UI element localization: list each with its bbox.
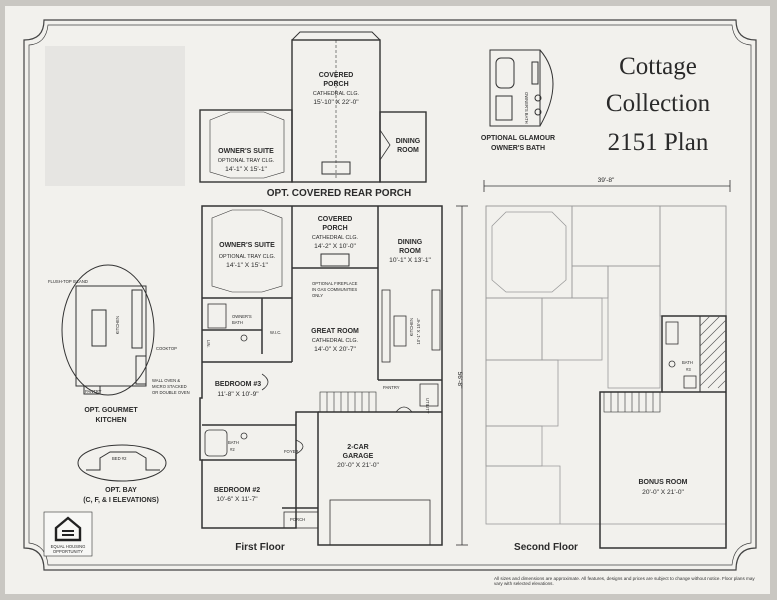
ff-bedroom3-size: 11'-8" X 10'-9" bbox=[217, 391, 259, 398]
ff-owners-suite-ceiling: OPTIONAL TRAY CLG. bbox=[219, 254, 275, 260]
rear-owners-suite-name: OWNER'S SUITE bbox=[218, 148, 274, 155]
ff-great-room-size: 14'-0" X 20'-7" bbox=[314, 346, 356, 353]
sf-bath3-num: #3 bbox=[686, 367, 691, 372]
ff-bath2-num: #2 bbox=[230, 447, 235, 452]
depth-dimension-line bbox=[456, 205, 468, 546]
ff-owners-suite-size: 14'-1" X 15'-1" bbox=[226, 262, 268, 269]
first-floor-caption: First Floor bbox=[235, 542, 285, 553]
rear-covered-porch-name1: COVERED bbox=[319, 72, 354, 79]
glamour-bath-caption-1: OPTIONAL GLAMOUR bbox=[481, 135, 555, 142]
equal-housing-logo: EQUAL HOUSING OPPORTUNITY bbox=[43, 511, 93, 557]
gourmet-cooktop-label: COOKTOP bbox=[156, 346, 177, 351]
title-line3: 2151 Plan bbox=[608, 129, 709, 156]
bay-room-label: BED #2 bbox=[112, 456, 127, 461]
ff-garage-name1: 2-CAR bbox=[347, 444, 368, 451]
ff-depth-dimension: 56'-8" bbox=[456, 372, 463, 389]
gourmet-pantry-label: PANTRY bbox=[85, 389, 102, 394]
ff-covered-porch-name1: COVERED bbox=[318, 216, 353, 223]
disclaimer-text: All sizes and dimensions are approximate… bbox=[494, 576, 755, 587]
rear-dining-name2: ROOM bbox=[397, 147, 419, 154]
decorative-border bbox=[23, 19, 757, 571]
logo-text-1: EQUAL HOUSING bbox=[51, 544, 86, 549]
rear-owners-suite-ceiling: OPTIONAL TRAY CLG. bbox=[218, 158, 274, 164]
ff-foyer: FOYER bbox=[284, 449, 298, 454]
bay-option bbox=[77, 444, 167, 482]
sf-bonus-name: BONUS ROOM bbox=[639, 479, 688, 486]
sf-bath3-name: BATH bbox=[682, 360, 693, 365]
rear-covered-porch-size: 15'-10" X 22'-0" bbox=[313, 99, 359, 106]
ff-fireplace-note-2: IN GAS COMMUNITIES bbox=[312, 287, 357, 292]
title-line2: Collection bbox=[606, 90, 711, 117]
ff-utility: UTILITY bbox=[425, 398, 430, 414]
opt-covered-rear-porch-caption: OPT. COVERED REAR PORCH bbox=[267, 188, 411, 199]
ff-covered-porch-name2: PORCH bbox=[322, 225, 347, 232]
ff-wic: W.I.C. bbox=[270, 330, 281, 335]
redacted-area bbox=[45, 46, 185, 186]
gourmet-kitchen-option bbox=[61, 264, 155, 396]
gourmet-ovens-2: MICRO STACKED bbox=[152, 384, 187, 389]
ff-covered-porch-ceiling: CATHEDRAL CLG. bbox=[312, 235, 358, 241]
ff-fireplace-note-1: OPTIONAL FIREPLACE bbox=[312, 281, 358, 286]
second-floor-dimension bbox=[483, 180, 731, 192]
glamour-bath-room-label: OWNER'S BATH bbox=[524, 92, 529, 124]
ff-covered-porch-size: 14'-2" X 10'-0" bbox=[314, 243, 356, 250]
second-floor-caption: Second Floor bbox=[514, 542, 578, 553]
ff-owners-bath-1: OWNER'S bbox=[232, 314, 252, 319]
ff-garage-size: 20'-0" X 21'-0" bbox=[337, 462, 379, 469]
ff-bedroom2-size: 10'-6" X 11'-7" bbox=[216, 496, 258, 503]
ff-owners-bath-2: BATH bbox=[232, 320, 243, 325]
gourmet-kitchen-caption-2: KITCHEN bbox=[95, 417, 126, 424]
sf-bonus-size: 20'-0" X 21'-0" bbox=[642, 489, 684, 496]
gourmet-kitchen-caption-1: OPT. GOURMET bbox=[84, 407, 138, 414]
ff-great-room-name: GREAT ROOM bbox=[311, 328, 359, 335]
second-floor-plan bbox=[485, 205, 727, 549]
glamour-bath-caption-2: OWNER'S BATH bbox=[491, 145, 545, 152]
rear-dining-name1: DINING bbox=[396, 138, 421, 145]
ff-linen: LIN. bbox=[206, 340, 211, 348]
plan-title: Cottage Collection 2151 Plan bbox=[606, 53, 711, 156]
ff-porch: PORCH bbox=[290, 517, 305, 522]
ff-great-room-ceiling: CATHEDRAL CLG. bbox=[312, 338, 358, 344]
ff-dining-size: 10'-1" X 13'-1" bbox=[389, 257, 431, 264]
ff-dining-name1: DINING bbox=[398, 239, 423, 246]
ff-bedroom3-name: BEDROOM #3 bbox=[215, 381, 261, 388]
gourmet-ovens-3: OR DOUBLE OVEN bbox=[152, 390, 190, 395]
ff-kitchen-name: KITCHEN bbox=[409, 318, 414, 336]
second-floor-width: 39'-8" bbox=[598, 177, 615, 184]
logo-text-2: OPPORTUNITY bbox=[53, 549, 83, 554]
title-line1: Cottage bbox=[619, 53, 697, 80]
gourmet-ovens-1: WALL OVEN & bbox=[152, 378, 180, 383]
ff-garage-name2: GARAGE bbox=[343, 453, 374, 460]
opt-covered-rear-porch-plan bbox=[199, 31, 427, 183]
glamour-bath-option bbox=[489, 49, 554, 127]
first-floor-plan bbox=[199, 205, 443, 546]
gourmet-island-label: FLUSH-TOP ISLAND bbox=[48, 279, 88, 284]
bay-caption-2: (C, F, & I ELEVATIONS) bbox=[83, 497, 159, 504]
rear-owners-suite-size: 14'-1" X 15'-1" bbox=[225, 166, 267, 173]
ff-fireplace-note-3: ONLY bbox=[312, 293, 323, 298]
ff-owners-suite-name: OWNER'S SUITE bbox=[219, 242, 275, 249]
ff-kitchen-size: 10'-1" X 15'-6" bbox=[416, 318, 421, 345]
rear-covered-porch-name2: PORCH bbox=[323, 81, 348, 88]
ff-pantry: PANTRY bbox=[383, 385, 400, 390]
bay-caption-1: OPT. BAY bbox=[105, 487, 137, 494]
ff-dining-name2: ROOM bbox=[399, 248, 421, 255]
gourmet-kitchen-room-label: KITCHEN bbox=[115, 316, 120, 334]
rear-covered-porch-ceiling: CATHEDRAL CLG. bbox=[313, 91, 359, 97]
ff-bath2-name: BATH bbox=[228, 440, 239, 445]
ff-bedroom2-name: BEDROOM #2 bbox=[214, 487, 260, 494]
